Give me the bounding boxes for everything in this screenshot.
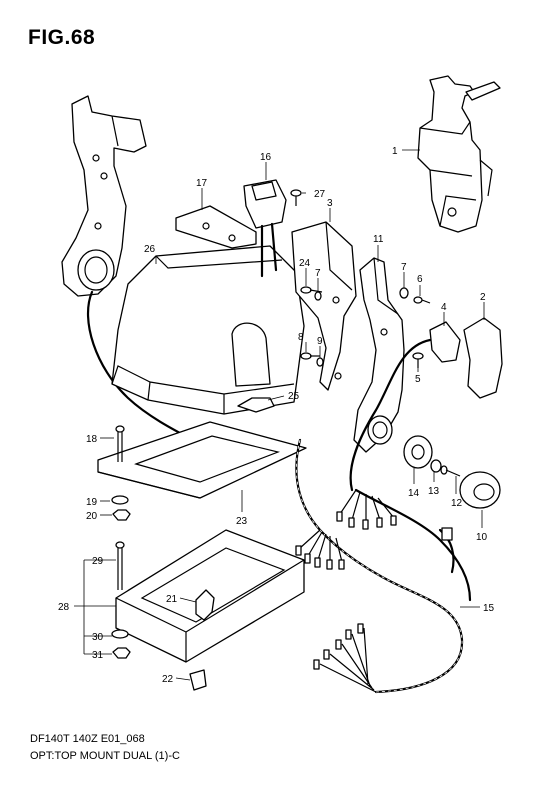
callout-18: 18: [86, 434, 98, 445]
callout-9: 9: [317, 336, 323, 347]
callout-7b: 7: [401, 262, 407, 273]
bolt-12: [440, 465, 461, 477]
washer-19: [111, 495, 129, 505]
washer-30: [111, 629, 129, 639]
callout-6: 6: [417, 274, 423, 285]
callout-14: 14: [408, 488, 420, 499]
nut-31: [112, 647, 131, 659]
screw-29: [115, 541, 125, 590]
callout-23: 23: [236, 516, 248, 527]
callout-1: 1: [392, 146, 398, 157]
callout-13: 13: [428, 486, 440, 497]
callout-10: 10: [476, 532, 488, 543]
callout-28: 28: [58, 602, 70, 613]
screw-6: [413, 296, 431, 304]
nut-20: [112, 509, 131, 521]
neutral-switch: [349, 321, 461, 492]
cover: [111, 245, 305, 415]
callout-12: 12: [451, 498, 463, 509]
callout-31: 31: [92, 650, 104, 661]
switch: [243, 179, 287, 278]
leader-lines: [74, 149, 485, 681]
figure-description: OPT:TOP MOUNT DUAL (1)-C: [30, 750, 180, 762]
callout-11: 11: [373, 234, 384, 245]
callout-27: 27: [314, 189, 326, 200]
switch-bracket: [175, 205, 257, 249]
remote-control-assembly: [417, 75, 501, 233]
callout-3: 3: [327, 198, 333, 209]
callout-8: 8: [298, 332, 304, 343]
screw-24: [300, 286, 323, 294]
callout-25: 25: [288, 391, 300, 402]
callout-30: 30: [92, 632, 104, 643]
washer-13: [430, 459, 442, 473]
callout-7a: 7: [315, 268, 321, 279]
washer-7a: [314, 291, 322, 301]
callout-22: 22: [162, 674, 174, 685]
callout-4: 4: [441, 302, 447, 313]
lever-bracket: [291, 221, 357, 391]
callout-16: 16: [260, 152, 272, 163]
cap: [459, 471, 501, 509]
lever-grip: [463, 317, 503, 399]
control-lever-left: [61, 95, 147, 297]
harness-connectors: [295, 511, 453, 670]
control-lever-right: [353, 257, 405, 453]
figure-title: FIG.68: [28, 26, 96, 49]
callout-15: 15: [483, 603, 495, 614]
gasket: [97, 421, 307, 499]
clip: [237, 397, 275, 413]
washer-9: [316, 357, 324, 367]
callout-26: 26: [144, 244, 156, 255]
callout-numbers: 1 2 3 4 5 6 7 7 8 9 10 11 12 13 14 15 16…: [58, 146, 495, 685]
screw-8: [300, 352, 320, 360]
callout-29: 29: [92, 556, 104, 567]
knob: [195, 589, 215, 621]
callout-5: 5: [415, 374, 421, 385]
wiring-harness: [295, 438, 472, 694]
screw-18: [115, 425, 125, 462]
callout-24: 24: [299, 258, 311, 269]
lever-plate: [403, 435, 433, 469]
clamp: [189, 669, 207, 691]
callout-17: 17: [196, 178, 208, 189]
callout-19: 19: [86, 497, 98, 508]
model-code: DF140T 140Z E01_068: [30, 733, 145, 745]
callout-20: 20: [86, 511, 98, 522]
washer-7b: [399, 287, 409, 299]
callout-2: 2: [480, 292, 486, 303]
callout-21: 21: [166, 594, 178, 605]
screw-27: [290, 189, 302, 206]
